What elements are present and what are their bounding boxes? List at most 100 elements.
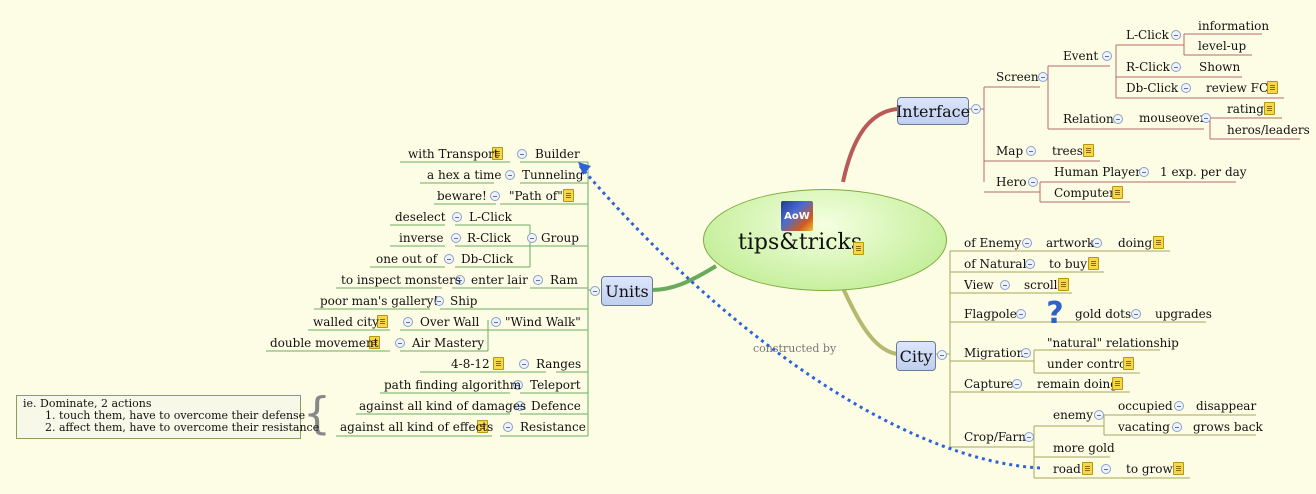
note-icon[interactable]	[1112, 377, 1123, 390]
collapse-icon[interactable]	[1181, 83, 1191, 93]
collapse-icon[interactable]	[533, 275, 543, 285]
collapse-icon[interactable]	[1102, 51, 1112, 61]
collapse-icon[interactable]	[1028, 177, 1038, 187]
topic-all-effects[interactable]: against all kind of effects	[340, 420, 494, 434]
collapse-icon[interactable]	[1022, 238, 1032, 248]
topic-of-natural[interactable]: of Natural	[964, 257, 1027, 271]
note-icon[interactable]	[853, 242, 864, 255]
note-icon[interactable]	[1082, 462, 1093, 475]
collapse-icon[interactable]	[1024, 432, 1034, 442]
topic-tunneling[interactable]: Tunneling	[522, 168, 584, 182]
collapse-icon[interactable]	[517, 149, 527, 159]
collapse-icon[interactable]	[1012, 379, 1022, 389]
collapse-icon[interactable]	[1201, 113, 1211, 123]
topic-upgrades[interactable]: upgrades	[1155, 307, 1212, 321]
note-icon[interactable]	[493, 357, 504, 370]
topic-ranges-value[interactable]: 4-8-12	[451, 357, 490, 371]
topic-interface[interactable]: Interface	[896, 97, 970, 125]
topic-group-db-click[interactable]: Db-Click	[461, 252, 514, 266]
topic-view[interactable]: View	[964, 278, 994, 292]
topic-of-enemy[interactable]: of Enemy	[964, 236, 1022, 250]
topic-artwork[interactable]: artwork	[1046, 236, 1095, 250]
topic-relation[interactable]: Relation	[1063, 112, 1114, 126]
topic-crop-farm[interactable]: Crop/Farm	[964, 430, 1030, 444]
topic-with-transport[interactable]: with Transport	[408, 147, 499, 161]
topic-ram[interactable]: Ram	[550, 273, 578, 287]
topic-group[interactable]: Group	[541, 231, 579, 245]
collapse-icon[interactable]	[515, 401, 525, 411]
topic-units[interactable]: Units	[601, 276, 653, 306]
collapse-icon[interactable]	[505, 170, 515, 180]
topic-double-movement[interactable]: double movement	[270, 336, 379, 350]
topic-migration[interactable]: Migration	[964, 346, 1025, 360]
note-icon[interactable]	[563, 189, 574, 202]
collapse-icon[interactable]	[1174, 401, 1184, 411]
topic-exp-per-day[interactable]: 1 exp. per day	[1160, 165, 1247, 179]
collapse-icon[interactable]	[434, 296, 444, 306]
topic-grows-back[interactable]: grows back	[1193, 420, 1263, 434]
collapse-icon[interactable]	[403, 317, 413, 327]
collapse-icon[interactable]	[452, 212, 462, 222]
topic-hex-a-time[interactable]: a hex a time	[427, 168, 502, 182]
topic-path-finding[interactable]: path finding algorithm	[384, 378, 522, 392]
topic-map[interactable]: Map	[996, 144, 1024, 158]
collapse-icon[interactable]	[527, 233, 537, 243]
collapse-icon[interactable]	[1016, 309, 1026, 319]
note-icon[interactable]	[492, 147, 503, 160]
note-icon[interactable]	[1267, 81, 1278, 94]
topic-deselect[interactable]: deselect	[395, 210, 446, 224]
topic-db-click[interactable]: Db-Click	[1126, 81, 1179, 95]
topic-r-click[interactable]: R-Click	[1126, 60, 1170, 74]
topic-more-gold[interactable]: more gold	[1053, 441, 1115, 455]
note-icon[interactable]	[1153, 236, 1164, 249]
topic-gold-dots[interactable]: gold dots	[1075, 307, 1132, 321]
topic-vacating[interactable]: vacating	[1118, 420, 1170, 434]
note-icon[interactable]	[377, 315, 388, 328]
topic-over-wall[interactable]: Over Wall	[420, 315, 480, 329]
topic-walled-city[interactable]: walled city	[313, 315, 379, 329]
topic-natural-relationship[interactable]: "natural" relationship	[1047, 336, 1179, 350]
topic-city[interactable]: City	[896, 341, 936, 371]
note-icon[interactable]	[1058, 278, 1069, 291]
collapse-icon[interactable]	[1038, 72, 1048, 82]
collapse-icon[interactable]	[1139, 167, 1149, 177]
note-icon[interactable]	[1123, 357, 1134, 370]
topic-beware[interactable]: beware!	[437, 189, 487, 203]
note-icon[interactable]	[1112, 186, 1123, 199]
topic-inverse[interactable]: inverse	[399, 231, 444, 245]
topic-poor-gallery[interactable]: poor man's gallery!	[320, 294, 439, 308]
topic-builder[interactable]: Builder	[535, 147, 580, 161]
topic-level-up[interactable]: level-up	[1198, 39, 1247, 53]
collapse-icon[interactable]	[455, 275, 465, 285]
topic-inspect-monsters[interactable]: to inspect monsters	[341, 273, 462, 287]
topic-capture[interactable]: Capture	[964, 377, 1014, 391]
collapse-icon[interactable]	[491, 317, 501, 327]
collapse-icon[interactable]	[513, 380, 523, 390]
note-icon[interactable]	[1264, 102, 1275, 115]
topic-trees[interactable]: trees	[1052, 144, 1083, 158]
topic-shown[interactable]: Shown	[1199, 60, 1241, 74]
topic-computer[interactable]: Computer	[1054, 186, 1115, 200]
collapse-icon[interactable]	[503, 422, 513, 432]
collapse-icon[interactable]	[519, 359, 529, 369]
collapse-icon[interactable]	[451, 233, 461, 243]
collapse-icon[interactable]	[1131, 309, 1141, 319]
collapse-icon[interactable]	[1026, 146, 1036, 156]
collapse-icon[interactable]	[490, 191, 500, 201]
topic-review-fc[interactable]: review FC	[1206, 81, 1269, 95]
topic-ranges[interactable]: Ranges	[536, 357, 582, 371]
note-icon[interactable]	[1088, 257, 1099, 270]
topic-doing[interactable]: doing	[1118, 236, 1153, 250]
topic-teleport[interactable]: Teleport	[530, 378, 581, 392]
topic-under-control[interactable]: under control	[1047, 357, 1131, 371]
collapse-icon[interactable]	[1113, 114, 1123, 124]
topic-rating[interactable]: rating	[1227, 102, 1264, 116]
note-icon[interactable]	[369, 336, 380, 349]
note-icon[interactable]	[1083, 144, 1094, 157]
topic-defence[interactable]: Defence	[531, 399, 581, 413]
topic-scroll[interactable]: scroll	[1024, 278, 1058, 292]
collapse-icon[interactable]	[971, 104, 981, 114]
topic-screen[interactable]: Screen	[996, 70, 1039, 84]
topic-l-click[interactable]: L-Click	[1126, 28, 1169, 42]
collapse-icon[interactable]	[1000, 280, 1010, 290]
